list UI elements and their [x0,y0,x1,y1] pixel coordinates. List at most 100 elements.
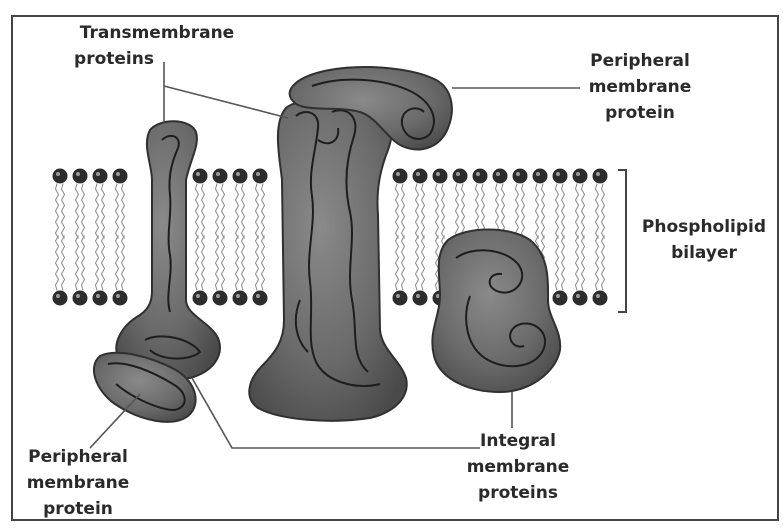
lipid-head-top [193,169,208,184]
lipid-head-top [93,169,108,184]
lipid-head-highlight [236,172,240,176]
lipid-head-bottom [93,291,108,306]
lipid-head-bottom [213,291,228,306]
label-integral-line3: proteins [478,483,558,503]
lipid-tail [216,184,219,291]
lipid-head-top [493,169,508,184]
lipid-tail [202,184,205,291]
lipid-head-highlight [596,172,600,176]
lipid-head-highlight [416,172,420,176]
lipid-tail [262,184,265,291]
lipid-head-highlight [476,172,480,176]
lipid-head-bottom [593,291,608,306]
lipid-head-bottom [393,291,408,306]
lipid-head-highlight [456,172,460,176]
lipid-head-highlight [436,172,440,176]
lipid-head-highlight [76,172,80,176]
lipid-head-highlight [116,294,120,298]
lipid-tail [222,184,225,291]
lipid-head-top [233,169,248,184]
lipid-head-bottom [573,291,588,306]
label-peripheral-top-line1: Peripheral [590,51,690,71]
label-peripheral-bottom-line1: Peripheral [28,447,128,467]
lipid-head-highlight [116,172,120,176]
lipid-head-top [513,169,528,184]
lipid-tail [62,184,65,291]
lipid-head-highlight [516,172,520,176]
lipid-head-bottom [113,291,128,306]
label-peripheral-bottom-line3: protein [43,499,113,519]
lipid-head-highlight [236,294,240,298]
label-integral-line1: Integral [480,431,556,451]
lipid-tail [236,184,239,291]
lipid-head-highlight [76,294,80,298]
transmembrane-protein-center [249,98,406,420]
lipid-tail [576,184,579,291]
lipid-head-top [473,169,488,184]
lipid-tail [116,184,119,291]
lipid-head-highlight [596,294,600,298]
lipid-head-highlight [576,172,580,176]
lipid-head-highlight [216,294,220,298]
lipid-head-highlight [576,294,580,298]
lipid-head-top [553,169,568,184]
label-phospholipid-line2: bilayer [671,243,737,263]
lipid-head-top [253,169,268,184]
lipid-head-highlight [256,294,260,298]
leader-transmembrane-center [164,86,288,118]
lipid-tail [242,184,245,291]
lipid-tail [256,184,259,291]
lipid-head-top [73,169,88,184]
lipid-head-bottom [193,291,208,306]
lipid-tail [102,184,105,291]
lipid-tail [556,184,559,291]
lipid-tail [582,184,585,291]
lipid-head-highlight [216,172,220,176]
lipid-tail [196,184,199,291]
lipid-tail [422,184,425,291]
lipid-tail [96,184,99,291]
label-integral-line2: membrane [467,457,570,477]
lipid-tail [562,184,565,291]
lipid-head-highlight [256,172,260,176]
lipid-head-top [413,169,428,184]
lipid-head-top [113,169,128,184]
integral-protein-right [432,230,560,393]
label-peripheral-top-line2: membrane [589,77,692,97]
lipid-head-bottom [253,291,268,306]
lipid-head-bottom [233,291,248,306]
label-peripheral-bottom-line2: membrane [27,473,130,493]
lipid-head-bottom [413,291,428,306]
lipid-head-highlight [396,172,400,176]
lipid-tail [596,184,599,291]
lipid-head-bottom [553,291,568,306]
lipid-head-top [593,169,608,184]
lipid-head-highlight [556,294,560,298]
lipid-head-highlight [96,172,100,176]
label-phospholipid-line1: Phospholipid [642,217,766,237]
lipid-head-highlight [496,172,500,176]
lipid-head-highlight [56,294,60,298]
transmembrane-protein-left [116,121,220,379]
lipid-tail [416,184,419,291]
lipid-head-highlight [196,294,200,298]
lipid-tail [122,184,125,291]
lipid-tail [396,184,399,291]
lipid-head-highlight [396,294,400,298]
bilayer-bracket [618,170,626,312]
lipid-head-top [533,169,548,184]
label-peripheral-top-line3: protein [605,103,675,123]
lipid-tail [402,184,405,291]
label-transmembrane-line2: proteins [74,49,154,69]
lipid-head-top [433,169,448,184]
lipid-head-top [453,169,468,184]
lipid-head-top [213,169,228,184]
lipid-head-highlight [196,172,200,176]
lipid-head-highlight [416,294,420,298]
lipid-head-top [53,169,68,184]
lipid-head-top [393,169,408,184]
lipid-tail [56,184,59,291]
lipid-head-highlight [536,172,540,176]
